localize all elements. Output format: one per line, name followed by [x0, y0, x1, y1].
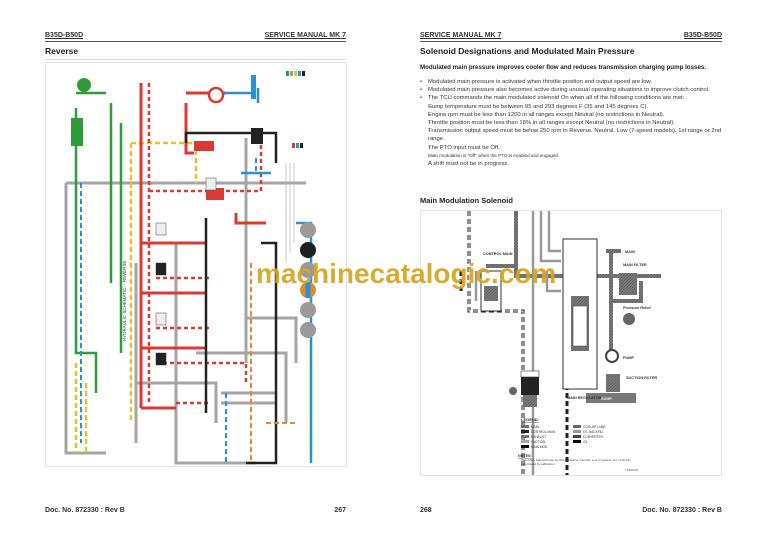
clutch-c1	[300, 222, 316, 238]
header-divider	[420, 41, 722, 42]
modulation-svg: CONTROL MAIN MAIN MAIN FILTER Pressure R…	[459, 211, 661, 475]
bullet-item: •Modulated main pressure also becomes ac…	[420, 87, 710, 94]
pump-icon	[605, 349, 619, 363]
section-title: Reverse	[45, 46, 79, 56]
footer-page-number: 268	[420, 507, 432, 514]
hydraulic-schematic-reverse: HYDRAULIC SCHEMATIC -- REVERSE	[45, 62, 347, 467]
header-manual: SERVICE MANUAL MK 7	[264, 32, 346, 39]
intro-text: Modulated main pressure improves cooler …	[420, 64, 707, 71]
condition-item: -Transmission output speed must be below…	[428, 128, 722, 143]
sump-icon	[586, 393, 636, 403]
legend-item: MAIN	[531, 425, 540, 429]
label-pump: PUMP	[623, 356, 634, 360]
legend-item: MAIN MOD	[531, 445, 548, 449]
condition-item: -A shift must not be in progress.	[428, 161, 509, 168]
figure-title: Main Modulation Solenoid	[420, 196, 513, 205]
conditions-list: •Modulated main pressure is activated wh…	[420, 78, 730, 168]
ex-icon	[623, 313, 635, 325]
clutch-packs	[300, 222, 316, 338]
left-page: B35D-B50D SERVICE MANUAL MK 7 Reverse	[45, 32, 347, 514]
footer-doc-number: Doc. No. 872330 : Rev B	[45, 507, 125, 514]
legend-item: SUCTION	[531, 440, 546, 444]
label-control-main: CONTROL MAIN	[483, 252, 513, 256]
label-main-regulator: MAIN REGULATOR	[567, 396, 602, 400]
clutch-c6	[300, 322, 316, 338]
condition-item: -Throttle position must be less than 18%…	[428, 120, 675, 127]
condition-item: -Sump temperature must be between 95 and…	[428, 103, 649, 110]
legend-item: EX. BACKFILL	[583, 430, 604, 434]
bullet-item: •Modulated main pressure is activated wh…	[420, 79, 652, 85]
right-page: SERVICE MANUAL MK 7 B35D-B50D Solenoid D…	[384, 0, 768, 542]
cooler-icon	[71, 118, 83, 146]
legend-item: COOLER LUBE	[583, 425, 606, 429]
notes-title: NOTES:	[518, 454, 532, 458]
legend-title: LEGEND:	[521, 417, 539, 422]
condition-item: -The PTO input must be Off.	[428, 144, 500, 151]
label-sump: SUMP	[601, 397, 612, 401]
main-regulator-valve	[194, 141, 214, 151]
legend-item: EXHAUST	[531, 435, 546, 439]
schematic-svg: HYDRAULIC SCHEMATIC -- REVERSE	[64, 71, 316, 465]
header-divider	[45, 41, 346, 42]
clutch-c3	[300, 262, 316, 278]
converter-relief-valve	[206, 188, 224, 200]
main-modulation-diagram: CONTROL MAIN MAIN MAIN FILTER Pressure R…	[420, 210, 722, 476]
legend-item: CONTROL MAIN	[531, 430, 556, 434]
footer-doc-number: Doc. No. 872330 : Rev B	[642, 507, 722, 514]
bullet-item: •The TCU commands the main modulated sol…	[420, 95, 685, 102]
main-mod-solenoid	[521, 377, 539, 395]
pto-note: -Main modulation is "Off" when the PTO i…	[428, 152, 560, 158]
figure-code: T20000440	[625, 468, 639, 472]
header-model: B35D-B50D	[45, 32, 84, 39]
schematic-legend	[285, 71, 305, 263]
section-title: Solenoid Designations and Modulated Main…	[420, 46, 635, 56]
suction-filter-icon	[251, 75, 256, 99]
footer-page-number: 267	[334, 507, 346, 514]
main-filter-icon	[619, 273, 637, 295]
header-model: B35D-B50D	[683, 32, 722, 39]
clutch-c5	[300, 302, 316, 318]
header-manual: SERVICE MANUAL MK 7	[420, 32, 502, 39]
watermark: machinecatalogic.com	[256, 258, 557, 289]
condition-item: -Engine rpm must be less than 1200 in al…	[428, 111, 665, 118]
suction-filter-icon	[606, 374, 620, 392]
legend-item: CONVERTER	[583, 435, 604, 439]
schematic-title: HYDRAULIC SCHEMATIC -- REVERSE	[122, 261, 127, 341]
main-mod-solenoid	[251, 128, 263, 144]
legend-item: C5	[583, 440, 587, 444]
clutch-c2	[300, 242, 316, 258]
label-suction-filter: SUCTION FILTER	[626, 376, 657, 380]
label-main-filter: MAIN FILTER	[623, 263, 647, 267]
title-divider	[45, 59, 346, 60]
notes-text: Main Mod. Solenoid may be ON in Reverse,…	[521, 459, 631, 466]
lube-filter-icon	[77, 78, 91, 92]
label-main: MAIN	[625, 250, 635, 254]
label-pressure-relief: Pressure Relief	[623, 306, 651, 310]
pump-icon	[207, 86, 225, 104]
diagram-legend: LEGEND: MAIN CONTROL MAIN EXHAUST SUCTIO…	[518, 417, 639, 472]
